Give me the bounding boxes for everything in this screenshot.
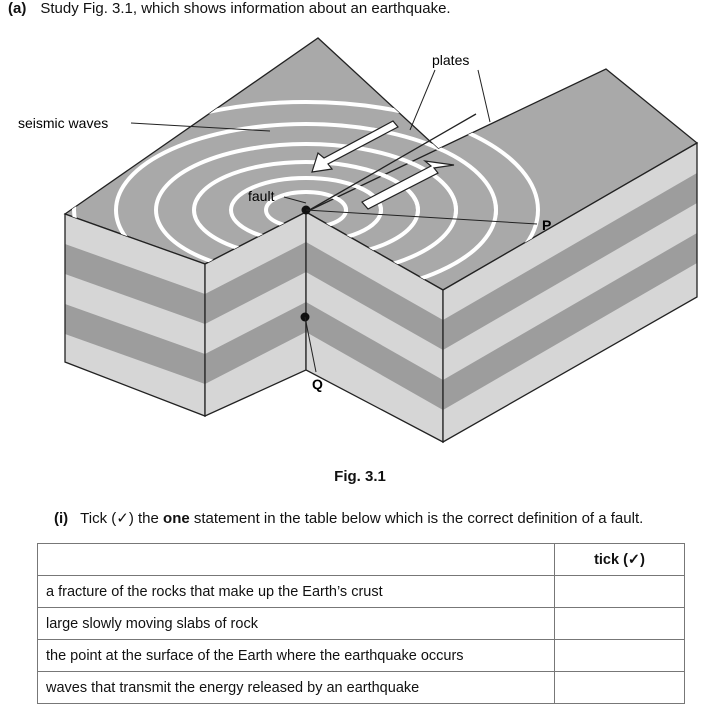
question-header: (a) Study Fig. 3.1, which shows informati… bbox=[8, 0, 451, 17]
statement-cell: large slowly moving slabs of rock bbox=[37, 607, 555, 640]
statement-cell: the point at the surface of the Earth wh… bbox=[37, 639, 555, 672]
subquestion-number: (i) bbox=[54, 510, 69, 527]
header-statement-cell bbox=[37, 543, 555, 576]
tick-box[interactable] bbox=[554, 607, 685, 640]
label-fault: fault bbox=[248, 188, 275, 204]
statement-cell: a fracture of the rocks that make up the… bbox=[37, 575, 555, 608]
table-header-row: tick (✓) bbox=[37, 543, 685, 576]
subquestion-text-after: statement in the table below which is th… bbox=[189, 510, 644, 527]
figure-caption: Fig. 3.1 bbox=[334, 468, 386, 485]
recessed-face bbox=[306, 212, 443, 442]
tick-box[interactable] bbox=[554, 639, 685, 672]
label-plates: plates bbox=[432, 52, 469, 68]
earthquake-block-diagram: plates seismic waves fault P Q bbox=[18, 37, 699, 444]
right-front-face bbox=[443, 143, 697, 442]
fault-line bbox=[305, 113, 477, 213]
label-p: P bbox=[542, 217, 551, 233]
left-plate-arrow bbox=[311, 120, 399, 173]
subquestion: (i) Tick (✓) the one statement in the tab… bbox=[54, 509, 643, 527]
table-row: the point at the surface of the Earth wh… bbox=[37, 639, 685, 672]
leader-lines bbox=[130, 69, 538, 373]
fault-definition-table: tick (✓) a fracture of the rocks that ma… bbox=[37, 543, 685, 704]
left-front-face bbox=[65, 214, 205, 416]
subquestion-text-before: Tick (✓) the bbox=[80, 510, 164, 527]
statement-cell: waves that transmit the energy released … bbox=[37, 671, 555, 704]
right-plate-arrow bbox=[361, 160, 455, 210]
question-number: (a) bbox=[8, 0, 27, 17]
label-q: Q bbox=[312, 376, 323, 392]
tick-box[interactable] bbox=[554, 575, 685, 608]
tick-box[interactable] bbox=[554, 671, 685, 704]
table-row: waves that transmit the energy released … bbox=[37, 671, 685, 704]
subquestion-emphasis: one bbox=[163, 510, 190, 527]
table-row: large slowly moving slabs of rock bbox=[37, 607, 685, 640]
question-text: Study Fig. 3.1, which shows information … bbox=[40, 0, 451, 17]
fault-cut-face bbox=[205, 212, 306, 416]
label-seismic-waves: seismic waves bbox=[18, 115, 108, 131]
table-row: a fracture of the rocks that make up the… bbox=[37, 575, 685, 608]
header-tick-cell: tick (✓) bbox=[554, 543, 685, 576]
